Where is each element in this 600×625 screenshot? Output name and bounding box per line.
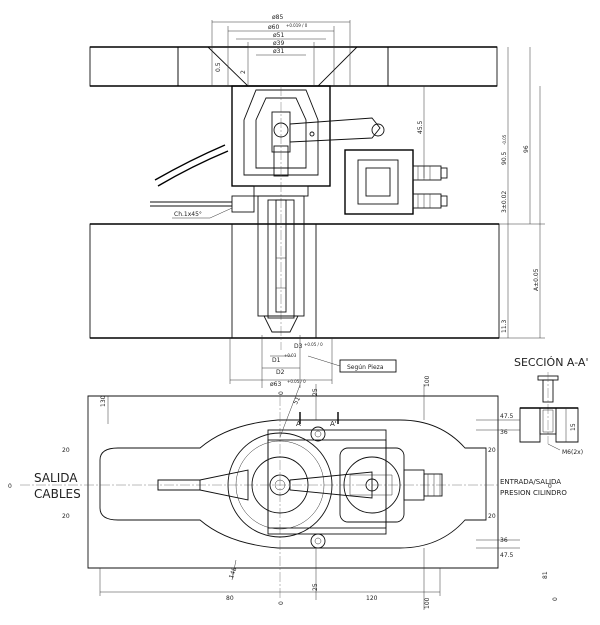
dim-d63: ø63 <box>270 381 281 388</box>
entrada-line1: ENTRADA/SALIDA <box>500 478 561 486</box>
dim-20-left-bottom: 20 <box>62 513 70 520</box>
dim-3: 3±0.02 <box>501 191 508 213</box>
lever-arm <box>289 117 385 143</box>
dim-25-top: 25 <box>312 388 319 396</box>
dim-20-left-top: 20 <box>62 447 70 454</box>
dim-20-right-bottom: 20 <box>488 513 496 520</box>
dim-113: 11.3 <box>501 319 508 333</box>
dim-96: 96 <box>523 145 530 153</box>
bottom-view-dims: 130 100 25 0 47.5 36 20 0 20 36 47.5 20 … <box>8 375 559 610</box>
section-mark-a: A <box>296 420 301 428</box>
dim-d2: 2 <box>240 70 247 74</box>
dim-d3: D3 <box>294 343 303 350</box>
dim-0-top: 0 <box>278 391 285 395</box>
upper-plate <box>89 46 498 87</box>
dim-148: 148 <box>228 566 239 579</box>
dim-d1: D1 <box>272 357 281 364</box>
bottom-d-dims: D1 +0.03 D2 D3 +0.05 / 0 ø63 +0.05 / 0 S… <box>229 335 397 388</box>
dim-d31: ø31 <box>273 48 284 55</box>
dim-0-bottom: 0 <box>278 601 285 605</box>
dim-d2: D2 <box>276 369 285 376</box>
dim-d60: ø60 <box>268 24 279 31</box>
dim-0-bottom-right: 0 <box>552 597 559 601</box>
dim-d39: ø39 <box>273 40 284 47</box>
section-title: SECCIÓN A-A' <box>514 356 588 369</box>
section-dim-m6: M6(2x) <box>562 449 583 456</box>
dim-d51: ø51 <box>273 32 284 39</box>
segun-pieza-label: Según Pieza <box>347 364 384 371</box>
dim-475-bottom: 47.5 <box>500 552 514 559</box>
salida-line1: SALIDA <box>34 471 78 485</box>
dim-51: 51 <box>292 396 302 406</box>
bottom-labels: SALIDA CABLES ENTRADA/SALIDA PRESION CIL… <box>34 471 567 501</box>
top-view-labels: Ch.1x45° <box>172 207 233 219</box>
dim-36-bottom: 36 <box>500 537 508 544</box>
section-a-a-detail: SECCIÓN A-A' 15 M6(2x) <box>514 356 588 456</box>
dim-905: 90.5 <box>501 151 508 165</box>
dim-100-top: 100 <box>424 375 431 387</box>
dim-d3-tol: +0.05 / 0 <box>304 342 323 347</box>
chamfer-label: Ch.1x45° <box>174 211 202 218</box>
right-vertical-dims: 45.5 90.5 -0.05 96 3±0.02 A±0.05 11.3 <box>410 47 545 339</box>
dim-100-bottom: 100 <box>424 597 431 609</box>
dim-130: 130 <box>100 395 107 407</box>
dim-0-right: 0 <box>548 483 552 490</box>
cable <box>150 144 255 213</box>
dim-475-top: 47.5 <box>500 413 514 420</box>
salida-line2: CABLES <box>34 487 81 501</box>
dim-905-tol: -0.05 <box>502 134 507 145</box>
section-dim-15: 15 <box>570 423 577 431</box>
probe-extension <box>253 185 309 333</box>
dim-80: 80 <box>226 595 234 602</box>
dim-0-left: 0 <box>8 483 12 490</box>
dim-36-top: 36 <box>500 429 508 436</box>
cylinder-block <box>344 149 448 215</box>
dim-d63-tol: +0.05 / 0 <box>287 379 306 384</box>
bottom-plan-view: A A' <box>20 395 500 600</box>
lower-mold-plate <box>89 223 500 339</box>
dim-25-bottom: 25 <box>312 583 319 591</box>
plan-plate <box>87 395 499 569</box>
top-diameter-dims: ø85 ø60 +0.019 / 0 ø51 ø39 ø31 0.5 2 <box>212 14 350 86</box>
entrada-line2: PRESION CILINDRO <box>500 489 567 497</box>
dim-r81: 81 <box>542 571 549 579</box>
dim-d05: 0.5 <box>215 62 222 72</box>
dim-120: 120 <box>366 595 378 602</box>
dim-d60-tol: +0.019 / 0 <box>286 23 308 28</box>
top-section-view <box>89 20 500 350</box>
dim-d1-tol: +0.03 <box>284 353 297 358</box>
dim-a: A±0.05 <box>533 268 540 291</box>
dim-455: 45.5 <box>417 120 424 134</box>
dim-d85: ø85 <box>272 14 283 21</box>
section-mark-a-prime: A' <box>330 420 337 428</box>
dim-20-right-top: 20 <box>488 447 496 454</box>
